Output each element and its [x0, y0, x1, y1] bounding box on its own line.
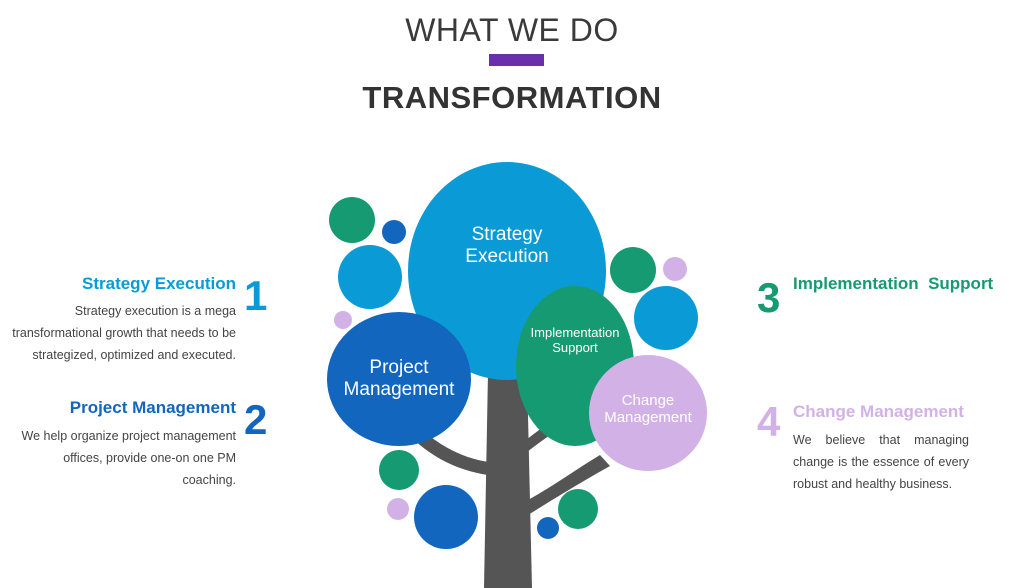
section-4-title: Change Management — [793, 402, 964, 421]
change-management-blob — [589, 355, 707, 471]
deco-circle — [663, 257, 687, 281]
section-2-number: 2 — [244, 396, 268, 443]
deco-circle — [382, 220, 406, 244]
deco-circle — [414, 485, 478, 549]
strategy-execution-label: Strategy Execution — [465, 224, 549, 267]
tree-branch-right — [528, 455, 610, 515]
section-1-body: Strategy execution is a mega transformat… — [12, 304, 236, 362]
section-4-number: 4 — [757, 398, 781, 445]
project-management-blob — [327, 312, 471, 446]
deco-circle — [558, 489, 598, 529]
section-1-number: 1 — [244, 272, 268, 319]
project-management-label: Project Management — [343, 357, 455, 400]
page-title: WHAT WE DO — [405, 12, 619, 48]
deco-circle — [329, 197, 375, 243]
deco-circle — [334, 311, 352, 329]
title-underline-bar — [489, 54, 544, 66]
deco-circle — [634, 286, 698, 350]
implementation-support-label: Implementation Support — [530, 325, 620, 355]
section-4-body: We believe that managing change is the e… — [793, 433, 969, 491]
section-1-title: Strategy Execution — [82, 274, 236, 293]
deco-circle — [379, 450, 419, 490]
change-management-label: Change Management — [604, 392, 692, 427]
deco-circle — [387, 498, 409, 520]
deco-circle — [610, 247, 656, 293]
tree-trunk — [484, 372, 532, 588]
section-3-number: 3 — [757, 274, 781, 321]
deco-circle — [537, 517, 559, 539]
section-2-title: Project Management — [69, 398, 236, 417]
deco-circle — [338, 245, 402, 309]
section-2-body: We help organize project management offi… — [21, 429, 236, 487]
section-3-title: Implementation Support — [793, 274, 994, 293]
page-subtitle: TRANSFORMATION — [362, 80, 662, 115]
